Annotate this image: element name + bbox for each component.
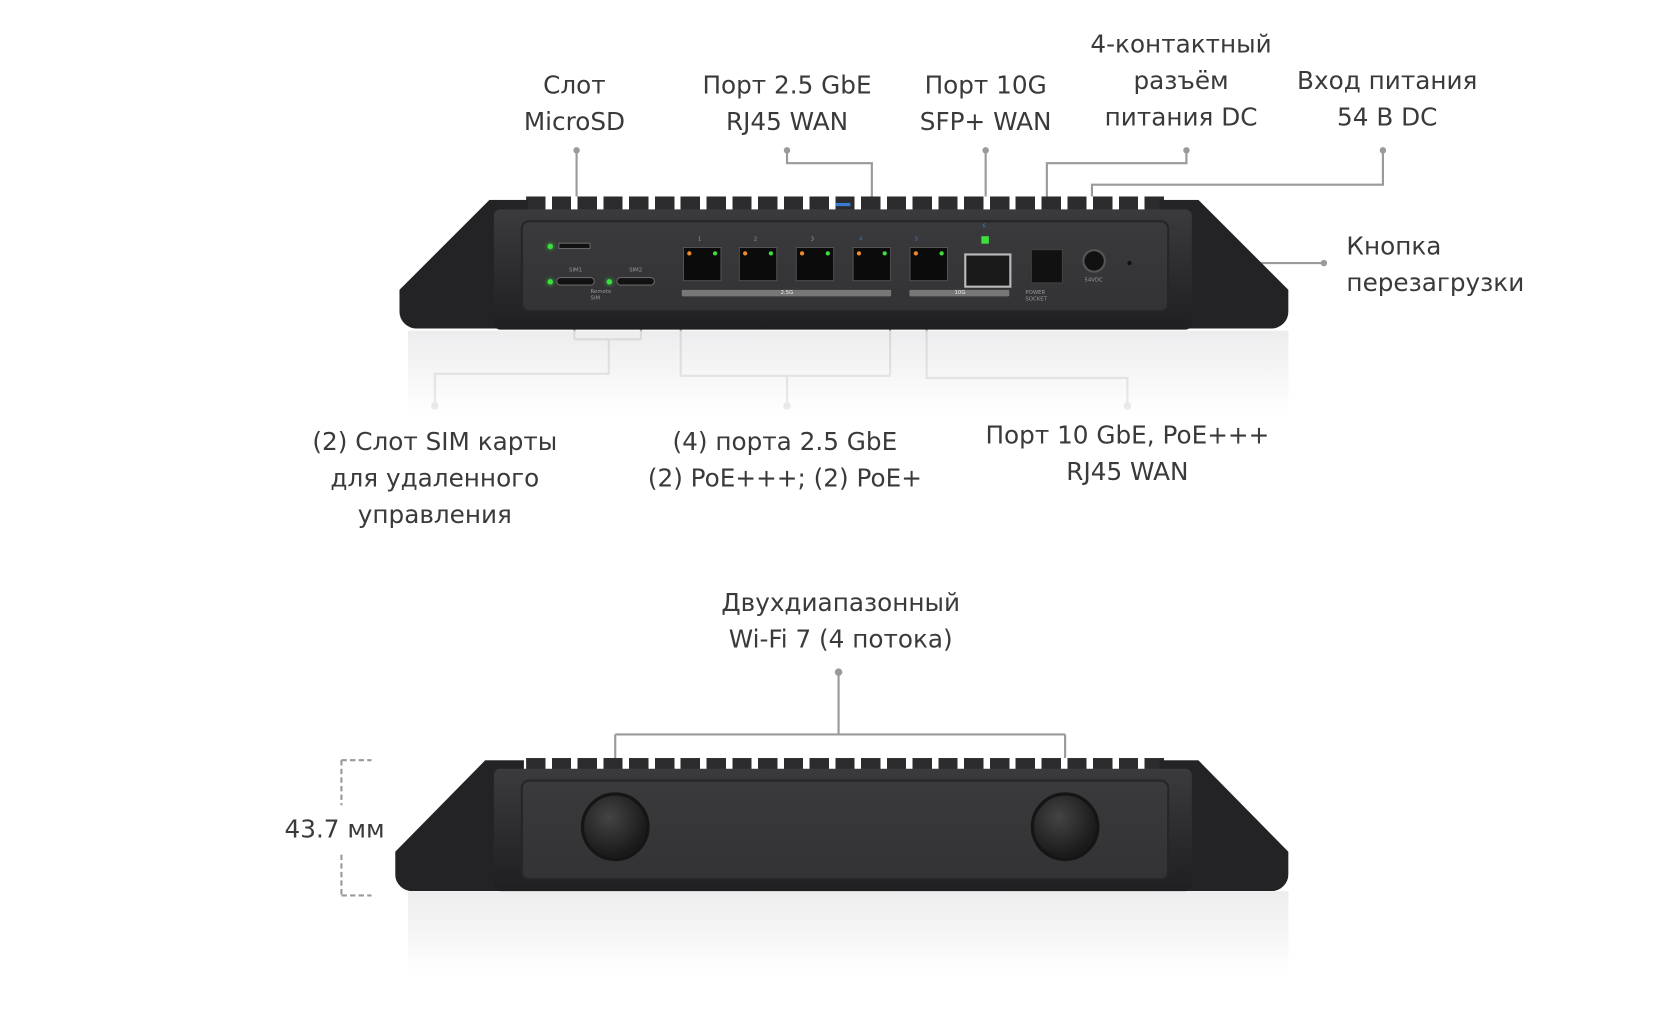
sfp-cage <box>964 253 1012 288</box>
port-5 <box>909 246 949 282</box>
port-3-number: 3 <box>810 236 815 243</box>
remote-sim-label: Remote SIM <box>590 288 612 302</box>
sim2-label: SIM2 <box>629 267 643 274</box>
antenna-connector-left <box>580 792 650 862</box>
bar-10g-label: 10G <box>954 289 966 297</box>
reflection <box>408 330 1289 417</box>
port-2-number: 2 <box>753 236 758 243</box>
port-1 <box>682 246 722 282</box>
bar-25g-label: 2.5G <box>780 289 794 297</box>
sim1-led <box>547 279 553 285</box>
bar-25g: 2.5G <box>681 289 892 297</box>
label-height: 43.7 мм <box>284 816 385 844</box>
port-6-number: 6 <box>982 223 986 230</box>
port-5-number: 5 <box>914 236 919 243</box>
dc-label: 54VDC <box>1084 277 1103 284</box>
label-wan10: Порт 10 GbE, PoE+++RJ45 WAN <box>985 421 1270 487</box>
rear-panel <box>520 220 1170 313</box>
microsd-led <box>547 243 553 250</box>
port-4 <box>852 246 892 282</box>
dc-jack <box>1082 249 1106 273</box>
reflection <box>408 891 1289 978</box>
sfp-led <box>981 236 989 244</box>
reset-button <box>1127 260 1132 266</box>
bar-10g: 10G <box>909 289 1010 297</box>
port-2 <box>738 246 778 282</box>
antenna-connector-right <box>1030 792 1100 862</box>
leader-wifi <box>614 668 1067 797</box>
sim2-slot <box>616 277 655 286</box>
sim1-label: SIM1 <box>569 267 583 274</box>
sim2-led <box>606 279 613 285</box>
status-led <box>835 202 851 207</box>
port-1-number: 1 <box>697 236 702 243</box>
port-3 <box>795 246 835 282</box>
power-socket-label: POWER SOCKET <box>1025 289 1047 303</box>
label-lan: (4) порта 2.5 GbE(2) PoE+++; (2) PoE+ <box>647 428 922 493</box>
microsd-slot <box>558 242 591 250</box>
sim1-slot <box>556 277 595 286</box>
power-socket-4pin <box>1030 249 1063 284</box>
port-4-number: 4 <box>858 236 863 243</box>
